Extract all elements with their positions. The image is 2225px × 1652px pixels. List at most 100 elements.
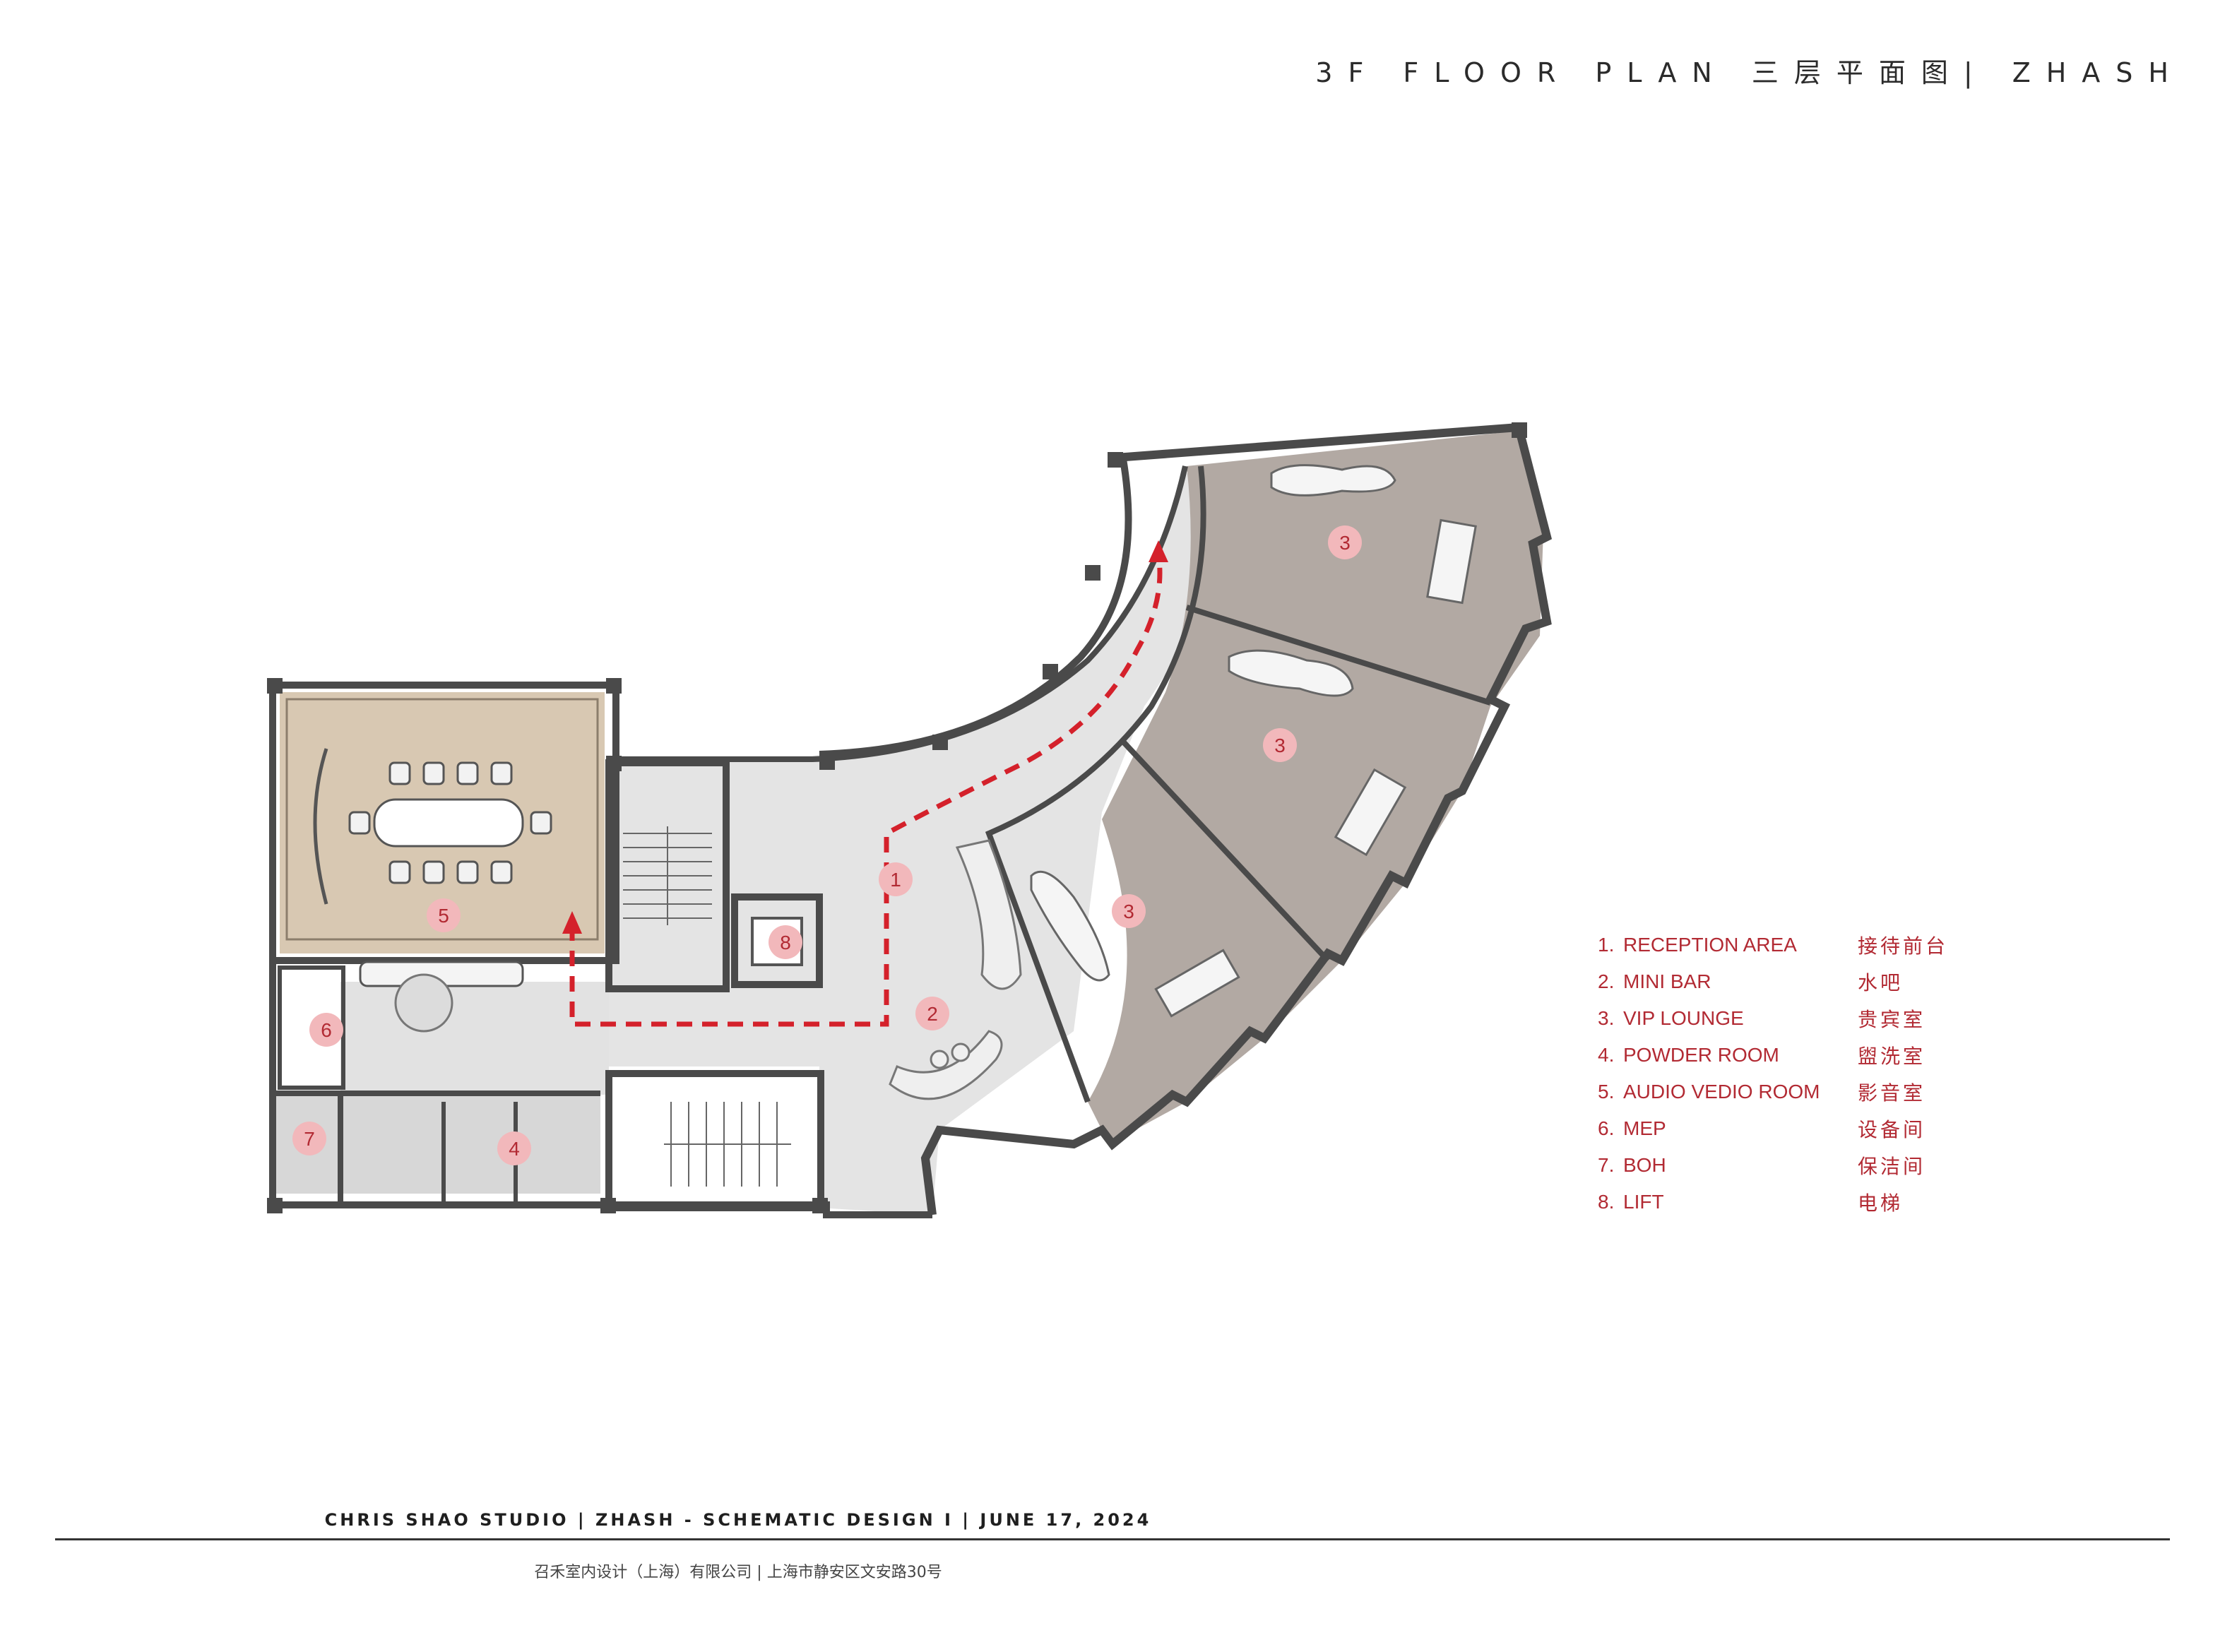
studio-credit: CHRIS SHAO STUDIO | ZHASH - SCHEMATIC DE… <box>324 1510 1152 1530</box>
legend-label-cn: 贵宾室 <box>1858 1008 1926 1031</box>
marker-label: 6 <box>321 1019 332 1041</box>
column <box>606 678 622 694</box>
vip-desk-c <box>1154 949 1240 1018</box>
column <box>267 678 283 694</box>
corridor-facade <box>819 458 1132 758</box>
vip-sofa-b <box>1228 649 1354 697</box>
mep-closet-walls <box>278 965 345 1090</box>
marker-audio: 5 <box>427 898 461 932</box>
legend-label-cn: 保洁间 <box>1858 1155 1926 1178</box>
chair <box>530 811 552 835</box>
chair <box>422 761 445 785</box>
lower-stair-walls <box>605 1070 824 1211</box>
legend-number: 4. <box>1598 1044 1615 1066</box>
marker-label: 1 <box>890 869 901 891</box>
column <box>932 735 948 750</box>
bar-stool <box>930 1050 949 1069</box>
legend-label-en: MINI BAR <box>1623 970 1711 992</box>
upper-stair-treads <box>623 826 712 925</box>
chair <box>490 761 513 785</box>
column <box>1512 422 1527 438</box>
mini-bar-counter <box>889 1030 1003 1100</box>
vip-sofa-c <box>1030 870 1110 982</box>
bar-stool <box>951 1042 971 1062</box>
marker-label: 8 <box>780 932 791 953</box>
outer-facade <box>920 422 1553 1216</box>
column <box>267 1198 283 1213</box>
marker-vip-c: 3 <box>1112 894 1146 928</box>
legend-label-cn: 盥洗室 <box>1858 1045 1926 1068</box>
footer-divider <box>55 1538 2170 1540</box>
legend-number: 7. <box>1598 1154 1615 1176</box>
marker-lift: 8 <box>769 925 802 959</box>
room-markers: 1 2 3 3 3 4 5 6 7 8 <box>292 525 1362 1165</box>
legend-item: 6. MEP 设备间 <box>1598 1117 1965 1154</box>
marker-mep: 6 <box>309 1013 343 1047</box>
legend-item: 2. MINI BAR 水吧 <box>1598 970 1965 1007</box>
column <box>606 756 622 771</box>
reception-furniture <box>394 839 1022 1100</box>
legend-item: 7. BOH 保洁间 <box>1598 1154 1965 1191</box>
column <box>812 1198 828 1213</box>
marker-label: 7 <box>304 1128 315 1150</box>
legend-number: 1. <box>1598 934 1615 956</box>
marker-label: 3 <box>1123 901 1134 922</box>
legend-label-en: LIFT <box>1623 1191 1664 1213</box>
lift-shaft-walls <box>731 893 823 988</box>
corridor-floor <box>609 473 1236 1215</box>
vip-furniture <box>1030 464 1477 1018</box>
audio-inner-border <box>285 698 599 941</box>
vip-divider-1 <box>1185 605 1492 706</box>
column <box>600 1198 616 1213</box>
chairs-top <box>348 761 552 884</box>
legend-label-cn: 水吧 <box>1858 971 1904 994</box>
column <box>819 754 835 770</box>
marker-vip-b: 3 <box>1263 728 1297 762</box>
legend-item: 1. RECEPTION AREA 接待前台 <box>1598 934 1965 970</box>
vip-wedge-floor <box>1088 431 1543 1144</box>
columns <box>267 422 1527 1213</box>
column <box>1043 664 1058 679</box>
vip-desk-a <box>1426 518 1477 605</box>
legend-number: 3. <box>1598 1007 1615 1029</box>
legend-label-en: AUDIO VEDIO ROOM <box>1623 1081 1820 1103</box>
chair <box>422 860 445 884</box>
marker-reception: 1 <box>879 862 913 896</box>
legend-number: 5. <box>1598 1081 1615 1103</box>
walls <box>269 422 1553 1218</box>
legend-label-cn: 接待前台 <box>1858 934 1949 958</box>
audio-room-furniture <box>285 698 599 987</box>
lower-corridor-floor <box>340 982 609 1095</box>
legend-label-en: MEP <box>1623 1117 1666 1139</box>
legend-label-en: RECEPTION AREA <box>1623 934 1797 956</box>
route-arrow-up <box>562 911 582 934</box>
legend-label-cn: 电梯 <box>1858 1192 1904 1215</box>
marker-label: 5 <box>438 905 449 927</box>
chair <box>388 761 411 785</box>
upper-stair-walls <box>605 759 730 992</box>
marker-label: 3 <box>1274 735 1286 756</box>
marker-label: 2 <box>927 1003 938 1025</box>
legend-label-cn: 影音室 <box>1858 1081 1926 1105</box>
chair <box>490 860 513 884</box>
company-address: 召禾室内设计（上海）有限公司 | 上海市静安区文安路30号 <box>534 1564 942 1581</box>
legend-number: 2. <box>1598 970 1615 992</box>
meeting-table <box>373 798 524 848</box>
legend-label-en: BOH <box>1623 1154 1666 1176</box>
marker-label: 4 <box>509 1138 520 1160</box>
legend-number: 6. <box>1598 1117 1615 1139</box>
legend-label-cn: 设备间 <box>1858 1118 1926 1141</box>
marker-vip-a: 3 <box>1328 525 1362 559</box>
marker-label: 3 <box>1339 532 1351 554</box>
chair <box>456 860 479 884</box>
vip-divider-2 <box>1121 739 1330 963</box>
powder-room-floor <box>273 1095 600 1194</box>
circulation-route <box>569 554 1163 1027</box>
vip-inner-wall <box>985 465 1206 1103</box>
vip-sofa-a <box>1270 464 1396 497</box>
column <box>1108 452 1123 468</box>
